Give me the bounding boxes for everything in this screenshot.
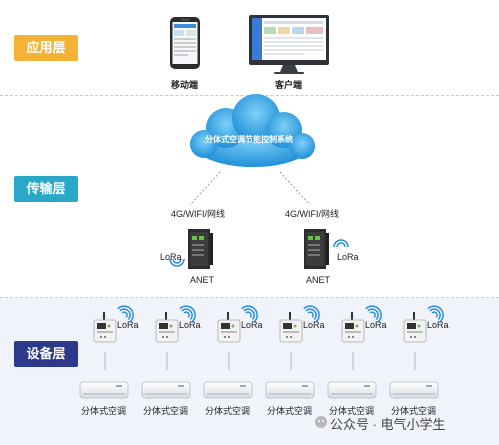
gateway-device-icon (188, 229, 213, 269)
controller-device-icon (403, 312, 427, 343)
application-layer-tag: 应用层 (14, 35, 78, 61)
air-conditioner-icon (265, 381, 315, 399)
cloud-icon (190, 94, 315, 167)
cloud-label: 分体式空调节能控制系统 (205, 135, 293, 144)
air-conditioner-icon (141, 381, 191, 399)
mobile-label: 移动端 (171, 80, 199, 90)
controller-device-icon (155, 312, 179, 343)
gateway-name: ANET (190, 275, 215, 285)
wifi-icon (333, 239, 349, 248)
left-link-label: 4G/WIFI/网线 (171, 209, 226, 219)
wifi-icon (117, 305, 134, 323)
wifi-icon (241, 305, 258, 323)
controller-radio-label: LoRa (303, 320, 325, 330)
air-conditioner-label: 分体式空调 (329, 406, 375, 416)
wifi-icon (427, 305, 444, 323)
layer-separator (0, 297, 499, 298)
desktop-monitor-icon (249, 15, 329, 74)
air-conditioner-icon (79, 381, 129, 399)
controller-device-icon (341, 312, 365, 343)
controller-device-icon (93, 312, 117, 343)
air-conditioner-label: 分体式空调 (81, 406, 127, 416)
wifi-icon (303, 305, 320, 323)
wifi-icon (179, 305, 196, 323)
controller-radio-label: LoRa (117, 320, 139, 330)
gateway-radio-label: LoRa (337, 252, 359, 262)
gateway-name: ANET (306, 275, 331, 285)
controller-radio-label: LoRa (365, 320, 387, 330)
controller-device-icon (217, 312, 241, 343)
gateway-radio-label: LoRa (160, 252, 182, 262)
transport-layer-tag: 传输层 (14, 176, 78, 202)
controller-radio-label: LoRa (241, 320, 263, 330)
right-link-label: 4G/WIFI/网线 (285, 209, 340, 219)
desktop-label: 客户端 (275, 80, 303, 90)
watermark: 公众号 · 电气小学生 (330, 417, 446, 432)
wifi-icon (169, 258, 185, 267)
air-conditioner-icon (203, 381, 253, 399)
air-conditioner-icon (389, 381, 439, 399)
controller-device-icon (279, 312, 303, 343)
gateway-device-icon (304, 229, 329, 269)
air-conditioner-icon (327, 381, 377, 399)
air-conditioner-label: 分体式空调 (391, 406, 437, 416)
device-layer-tag: 设备层 (14, 341, 78, 367)
air-conditioner-label: 分体式空调 (267, 406, 313, 416)
wechat-icon (315, 416, 327, 428)
wifi-icon (365, 305, 382, 323)
controller-radio-label: LoRa (179, 320, 201, 330)
mobile-phone-icon (170, 17, 200, 69)
air-conditioner-label: 分体式空调 (143, 406, 189, 416)
air-conditioner-label: 分体式空调 (205, 406, 251, 416)
controller-radio-label: LoRa (427, 320, 449, 330)
